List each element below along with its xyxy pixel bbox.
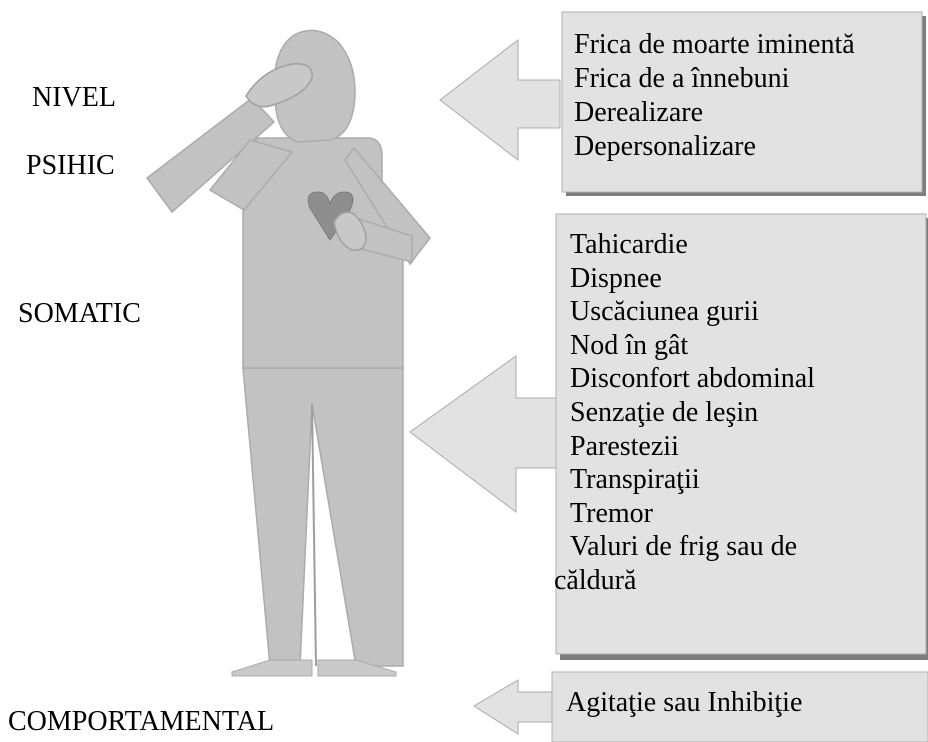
label-psihic: PSIHIC <box>26 152 115 180</box>
human-figure-icon <box>147 30 430 676</box>
symptom-item: Frica de a înnebuni <box>574 62 855 96</box>
symptom-item: Tahicardie <box>570 228 815 262</box>
arrow-somatic <box>410 356 560 512</box>
psihic-symptom-list: Frica de moarte iminentă Frica de a înne… <box>574 28 855 164</box>
label-nivel: NIVEL <box>32 84 116 112</box>
somatic-symptom-list: Tahicardie Dispnee Uscăciunea gurii Nod … <box>570 228 815 598</box>
symptom-item: Parestezii <box>570 430 815 464</box>
symptom-item: Derealizare <box>574 96 855 130</box>
symptom-item: Agitaţie sau Inhibiţie <box>566 686 802 720</box>
symptom-item: Depersonalizare <box>574 130 855 164</box>
symptom-item-continuation: căldură <box>554 564 815 598</box>
label-comportamental: COMPORTAMENTAL <box>8 708 274 736</box>
symptom-item: Disconfort abdominal <box>570 362 815 396</box>
symptom-item: Dispnee <box>570 262 815 296</box>
comportamental-symptom-list: Agitaţie sau Inhibiţie <box>566 686 802 720</box>
symptom-item: Frica de moarte iminentă <box>574 28 855 62</box>
arrow-psihic <box>440 40 560 160</box>
symptom-item: Transpiraţii <box>570 463 815 497</box>
label-somatic: SOMATIC <box>18 300 141 328</box>
symptom-item: Uscăciunea gurii <box>570 295 815 329</box>
symptom-item: Senzaţie de leşin <box>570 396 815 430</box>
symptom-item: Tremor <box>570 497 815 531</box>
symptom-item: Nod în gât <box>570 329 815 363</box>
symptom-item: Valuri de frig sau de <box>570 530 815 564</box>
arrow-comportamental <box>474 680 560 734</box>
